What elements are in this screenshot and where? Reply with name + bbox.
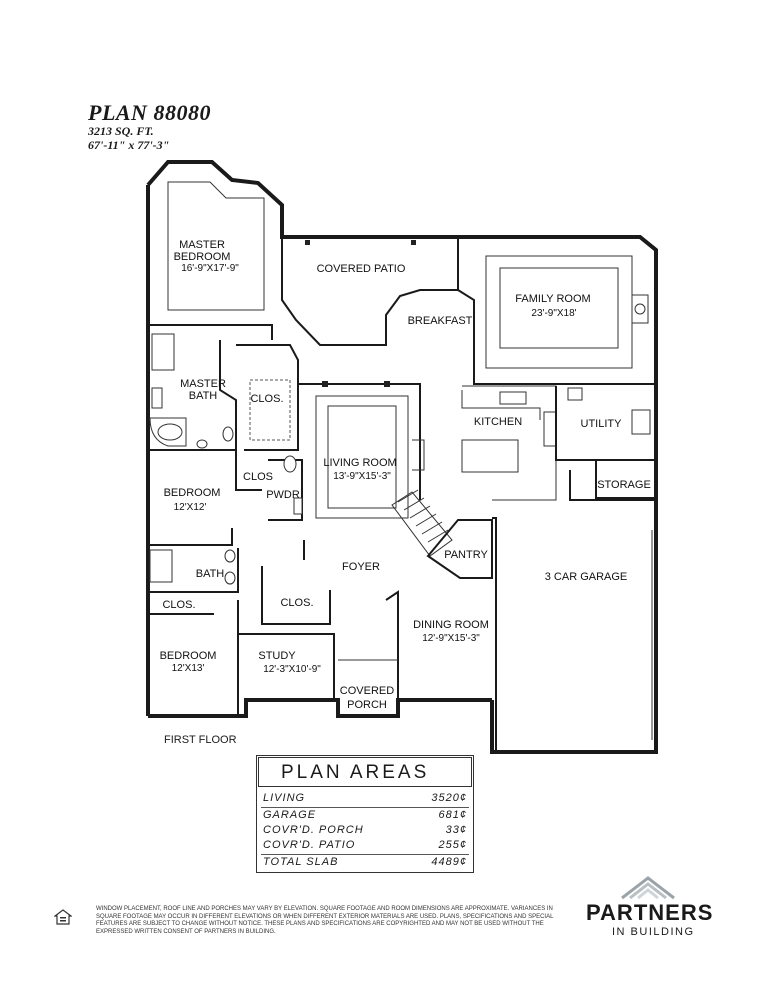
master-bath-label: MASTER	[180, 378, 226, 390]
equal-housing-icon	[54, 909, 72, 925]
area-label: LIVING	[263, 792, 306, 804]
covered-patio-label: COVERED PATIO	[317, 263, 406, 275]
bedroom-three-closet-label: CLOS.	[162, 599, 195, 611]
family-room-size: 23'-9"X18'	[531, 308, 576, 319]
plan-areas-table: PLAN AREAS LIVING 3520¢ GARAGE 681¢ COVR…	[256, 755, 474, 873]
master-bath-area	[148, 333, 299, 451]
living-room-area	[298, 381, 425, 519]
plan-areas-title: PLAN AREAS	[281, 762, 430, 783]
plan-square-footage: 3213 SQ. FT.	[88, 124, 154, 138]
study-area	[238, 566, 335, 700]
bedroom-three-label: BEDROOM	[160, 650, 217, 662]
bedroom-two-size: 12'X12'	[174, 502, 207, 513]
stairs	[391, 489, 453, 557]
roof-icon	[621, 876, 675, 900]
area-row-living: LIVING 3520¢	[263, 792, 467, 806]
covered-porch-label: COVERED	[340, 685, 394, 697]
living-room-size: 13'-9"X15'-3"	[333, 471, 391, 482]
dining-room-size: 12'-9"X15'-3"	[422, 633, 480, 644]
garage-label: 3 CAR GARAGE	[545, 571, 628, 583]
master-bedroom-label: MASTER	[179, 239, 225, 251]
master-bedroom-size: 16'-9"X17'-9"	[181, 263, 239, 274]
area-row-total: TOTAL SLAB 4489¢	[263, 856, 467, 870]
area-value: 681¢	[438, 809, 467, 821]
area-row-porch: COVR'D. PORCH 33¢	[263, 824, 467, 838]
master-bath-label-2: BATH	[189, 390, 218, 402]
brand-name: PARTNERS	[586, 900, 714, 925]
area-total-value: 4489¢	[431, 856, 467, 868]
master-closet-label: CLOS.	[250, 393, 283, 405]
area-row-garage: GARAGE 681¢	[263, 809, 467, 823]
area-row-patio: COVR'D. PATIO 255¢	[263, 839, 467, 853]
bedroom-two-closet-label: CLOS	[243, 471, 273, 483]
breakfast-label: BREAKFAST	[408, 315, 473, 327]
area-label: COVR'D. PORCH	[263, 824, 364, 836]
powder-label: PWDR	[266, 489, 300, 501]
area-value: 3520¢	[431, 792, 467, 804]
bedroom-two-area	[148, 450, 303, 546]
utility-area	[555, 386, 656, 501]
garage-area	[492, 517, 653, 752]
disclaimer-text: WINDOW PLACEMENT, ROOF LINE AND PORCHES …	[96, 906, 554, 935]
master-bedroom-area	[148, 181, 459, 346]
brand-tagline: IN BUILDING	[612, 926, 695, 938]
master-bedroom-label-2: BEDROOM	[174, 251, 231, 263]
covered-porch-label-2: PORCH	[347, 699, 387, 711]
dining-room-label: DINING ROOM	[413, 619, 489, 631]
study-closet-label: CLOS.	[280, 597, 313, 609]
area-total-label: TOTAL SLAB	[263, 856, 339, 868]
plan-overall-dimensions: 67'-11" x 77'-3"	[88, 138, 170, 152]
exterior-walls	[146, 160, 658, 754]
bath-label: BATH	[196, 568, 225, 580]
pantry-label: PANTRY	[444, 549, 488, 561]
family-room-label: FAMILY ROOM	[515, 293, 590, 305]
plan-areas-header: PLAN AREAS	[258, 757, 472, 787]
patio-posts	[305, 240, 416, 245]
living-room-label: LIVING ROOM	[323, 457, 396, 469]
room-labels: MASTER BEDROOM 16'-9"X17'-9" COVERED PAT…	[160, 239, 651, 711]
bedroom-three-area	[148, 600, 239, 716]
study-size: 12'-3"X10'-9"	[263, 664, 321, 675]
area-label: GARAGE	[263, 809, 317, 821]
area-value: 255¢	[438, 839, 467, 851]
brand-logo: PARTNERS IN BUILDING	[582, 870, 722, 940]
area-label: COVR'D. PATIO	[263, 839, 356, 851]
foyer-label: FOYER	[342, 561, 380, 573]
study-label: STUDY	[258, 650, 296, 662]
utility-label: UTILITY	[581, 418, 623, 430]
area-value: 33¢	[445, 824, 467, 836]
floor-label: FIRST FLOOR	[164, 734, 237, 746]
plan-title: PLAN 88080	[88, 100, 211, 125]
bedroom-three-size: 12'X13'	[172, 663, 205, 674]
hall-bath-area	[148, 548, 239, 593]
foyer-dining-walls	[303, 540, 399, 700]
bedroom-two-label: BEDROOM	[164, 487, 221, 499]
kitchen-area	[461, 385, 557, 501]
pantry-area	[426, 519, 493, 579]
family-room-area	[457, 255, 656, 385]
storage-label: STORAGE	[597, 479, 651, 491]
kitchen-label: KITCHEN	[474, 416, 522, 428]
